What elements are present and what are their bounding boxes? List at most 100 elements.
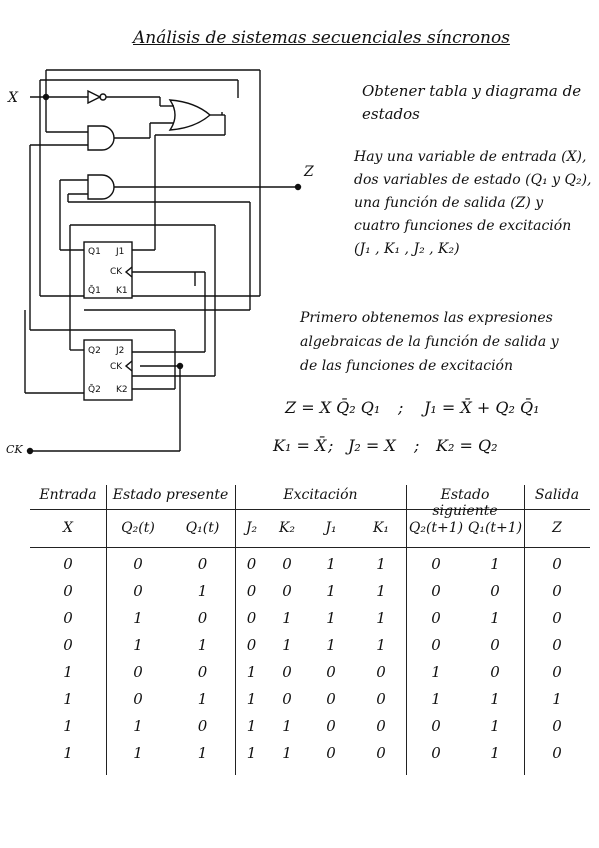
table-cell-x: 0 <box>63 582 73 600</box>
table-divider <box>235 485 236 775</box>
table-cell-k2: 0 <box>282 663 292 681</box>
table-cell-j1: 0 <box>326 717 336 735</box>
table-cell-q2: 0 <box>133 663 143 681</box>
table-cell-j1: 0 <box>326 663 336 681</box>
table-cell-q1: 0 <box>197 663 208 681</box>
table-cell-q1-next: 1 <box>490 744 500 762</box>
table-cell-q1: 1 <box>197 636 208 654</box>
description-line: (J₁ , K₁ , J₂ , K₂) <box>354 241 460 257</box>
group-header-next-state: Estado siguiente <box>432 487 498 519</box>
table-cell-k1: 1 <box>376 636 386 654</box>
column-header-q2: Q₂(t) <box>121 520 155 536</box>
table-cell-q2-next: 1 <box>431 690 441 708</box>
page-title: Análisis de sistemas secuenciales síncro… <box>133 28 510 48</box>
column-header-z: Z <box>552 520 562 536</box>
table-cell-k1: 0 <box>376 717 386 735</box>
table-cell-q1-next: 1 <box>490 717 500 735</box>
table-cell-z: 0 <box>552 609 562 627</box>
derivation-line: algebraicas de la función de salida y <box>300 334 559 350</box>
table-cell-k2: 0 <box>282 582 292 600</box>
ff2-j-label: J2 <box>116 346 125 356</box>
ff1-j-label: J1 <box>116 247 125 257</box>
flip-flop-2 <box>83 339 133 401</box>
table-cell-x: 1 <box>63 690 73 708</box>
table-cell-z: 0 <box>552 582 562 600</box>
table-cell-q2: 1 <box>133 609 143 627</box>
table-cell-j2: 0 <box>246 555 257 573</box>
table-cell-q2-next: 1 <box>431 663 441 681</box>
table-divider <box>524 485 525 775</box>
column-header-q2-next: Q₂(t+1) <box>408 520 464 536</box>
derivation-paragraph: Primero obtenemos las expresiones algebr… <box>300 306 559 378</box>
table-cell-q2-next: 0 <box>431 636 441 654</box>
state-table: Entrada Estado presente Excitación Estad… <box>30 485 590 775</box>
table-cell-q2: 0 <box>133 690 143 708</box>
ff2-ck-label: CK <box>110 362 123 372</box>
table-cell-q1: 0 <box>197 555 208 573</box>
table-cell-j1: 1 <box>326 582 336 600</box>
table-cell-k2: 1 <box>282 609 292 627</box>
table-cell-j2: 0 <box>246 609 257 627</box>
table-cell-q2: 0 <box>133 582 143 600</box>
column-header-k1: K₁ <box>372 520 390 536</box>
table-cell-q2: 1 <box>133 744 143 762</box>
table-cell-k1: 0 <box>376 663 386 681</box>
table-cell-q1-next: 0 <box>490 636 500 654</box>
column-header-q1: Q₁(t) <box>185 520 220 536</box>
table-cell-x: 0 <box>63 609 73 627</box>
table-cell-j1: 1 <box>326 609 336 627</box>
derivation-line: de las funciones de excitación <box>300 358 513 374</box>
table-cell-x: 0 <box>63 555 73 573</box>
table-cell-x: 1 <box>63 717 73 735</box>
table-cell-k1: 0 <box>376 690 386 708</box>
group-header-input: Entrada <box>39 487 97 503</box>
equation-separator: ; <box>328 436 334 455</box>
table-cell-z: 0 <box>552 744 562 762</box>
group-header-excitation: Excitación <box>283 487 358 503</box>
table-cell-k1: 1 <box>376 609 386 627</box>
equation-j1: J₁ = X̄ + Q₂ Q̄₁ <box>424 398 540 417</box>
equation-k2: K₂ = Q₂ <box>436 436 498 455</box>
and-gate-2 <box>87 174 115 200</box>
table-cell-k2: 1 <box>282 636 292 654</box>
table-cell-j1: 1 <box>326 555 336 573</box>
not-gate <box>87 89 107 105</box>
or-gate <box>168 99 212 131</box>
table-cell-z: 1 <box>552 690 562 708</box>
table-cell-k2: 1 <box>282 717 292 735</box>
table-cell-z: 0 <box>552 663 562 681</box>
ff2-k-label: K2 <box>116 385 128 395</box>
table-cell-k1: 1 <box>376 555 386 573</box>
table-cell-q2: 1 <box>133 717 143 735</box>
table-cell-z: 0 <box>552 717 562 735</box>
column-header-k2: K₂ <box>278 520 296 536</box>
table-cell-q1-next: 1 <box>490 555 500 573</box>
table-cell-q2-next: 0 <box>431 609 441 627</box>
column-header-j2: J₂ <box>245 520 258 536</box>
ff2-q-label: Q2 <box>88 346 101 356</box>
ff2-qbar-label: Q̄2 <box>88 385 101 395</box>
table-cell-k1: 0 <box>376 744 386 762</box>
table-cell-q1-next: 1 <box>490 609 500 627</box>
table-cell-q1: 1 <box>197 690 208 708</box>
table-cell-j2: 1 <box>246 690 257 708</box>
table-cell-k2: 0 <box>282 555 292 573</box>
table-cell-x: 1 <box>63 744 73 762</box>
output-z-label: Z <box>304 164 314 180</box>
intro-paragraph: Obtener tabla y diagrama de estados <box>362 80 581 126</box>
input-x-label: X <box>8 90 18 106</box>
table-cell-j2: 1 <box>246 663 257 681</box>
table-cell-q2: 1 <box>133 636 143 654</box>
table-cell-q2-next: 0 <box>431 582 441 600</box>
column-header-q1-next: Q₁(t+1) <box>467 520 523 536</box>
table-cell-j2: 0 <box>246 636 257 654</box>
column-header-j1: J₁ <box>325 520 337 536</box>
ff1-k-label: K1 <box>116 286 128 296</box>
description-line: dos variables de estado (Q₁ y Q₂), <box>354 172 592 188</box>
ff1-qbar-label: Q̄1 <box>88 286 101 296</box>
intro-line: estados <box>362 105 420 123</box>
ff1-q-label: Q1 <box>88 247 101 257</box>
and-gate-1 <box>87 125 115 151</box>
table-cell-x: 0 <box>63 636 73 654</box>
group-header-present-state: Estado presente <box>112 487 229 503</box>
